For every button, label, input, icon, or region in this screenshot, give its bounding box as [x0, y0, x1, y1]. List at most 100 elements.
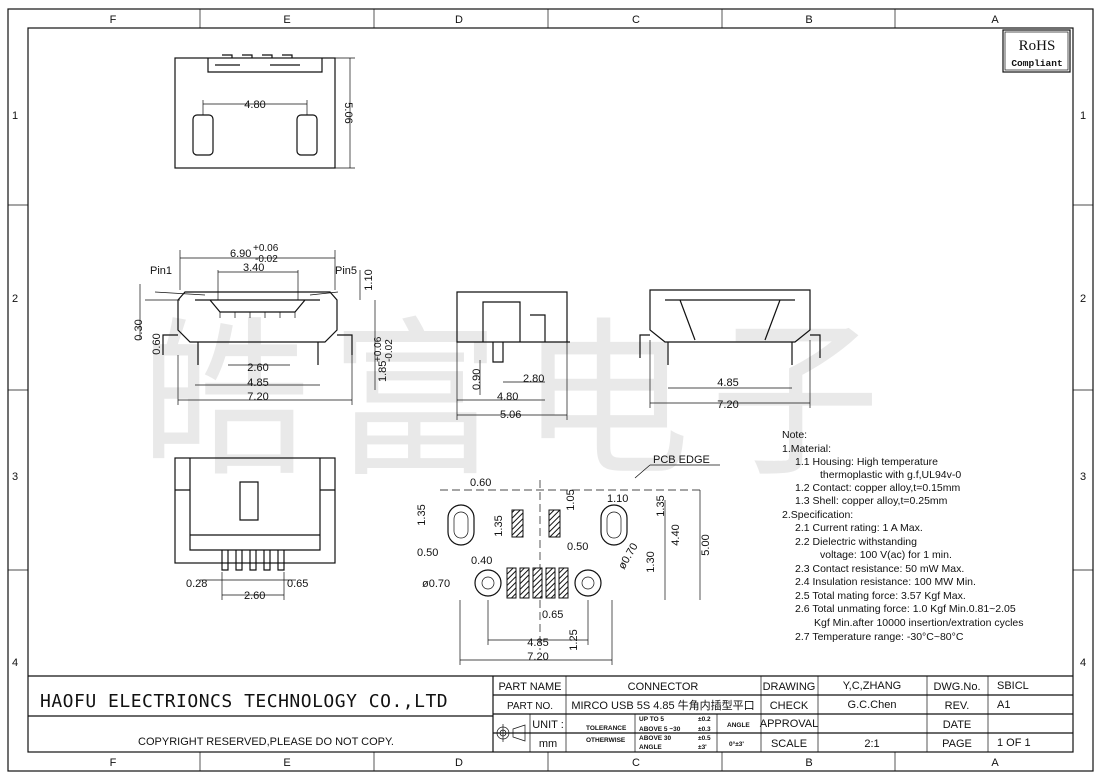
label-title-block-tolerance-label-1: TOLERANCE — [586, 725, 627, 732]
label-zones-rows-3: 4 — [1080, 657, 1086, 669]
label-zones-columns-0: F — [110, 757, 117, 769]
label-zones-columns-5: A — [991, 14, 999, 26]
copyright: COPYRIGHT RESERVED,PLEASE DO NOT COPY. — [138, 736, 394, 748]
label-title-block-angle-label: ANGLE — [727, 722, 750, 729]
top-view: 4.80 5.06 — [174, 54, 355, 169]
label-pcb-layout-dims-12: ø0.70 — [422, 578, 450, 590]
label-zones-rows-1: 2 — [1080, 293, 1086, 305]
label-zones-columns-3: C — [632, 14, 640, 26]
label-front-view-d-485: 4.85 — [247, 377, 268, 389]
label-pcb-layout-dims-1: 0.60 — [470, 477, 491, 489]
label-notes-13: 2.6 Total unmating force: 1.0 Kgf Min.0.… — [795, 603, 1016, 615]
label-zones-rows-0: 1 — [12, 110, 18, 122]
label-notes-3: thermoplastic with g.f,UL94v-0 — [820, 469, 961, 481]
label-front-view-tol-upper: +0.06 — [253, 243, 279, 254]
label-title-block-rev-label: REV. — [945, 700, 970, 712]
label-title-block-tol-rows-0-0: UP TO 5 — [639, 716, 664, 723]
label-title-block-part-name-label: PART NAME — [499, 681, 562, 693]
label-pcb-layout-dims-14: 0.65 — [542, 609, 563, 621]
label-pcb-layout-dims-17: 7.20 — [527, 651, 548, 663]
label-title-block-tol-rows-1-1: ±0.3 — [698, 726, 711, 733]
label-side-view-d-090: 0.90 — [471, 369, 483, 390]
label-title-block-check: G.C.Chen — [848, 699, 897, 711]
label-pcb-layout-label: PCB EDGE — [653, 454, 710, 466]
label-zones-columns-2: D — [455, 14, 463, 26]
label-title-block-dwg-no: SBICL — [997, 680, 1029, 692]
label-title-block-tol-rows-2-1: ±0.5 — [698, 735, 711, 742]
zone-dividers — [8, 9, 1093, 771]
label-pcb-layout-dims-0: 1.35 — [416, 504, 428, 525]
side-view: 0.90 2.80 4.80 5.06 — [456, 291, 570, 421]
label-title-block-check-label: CHECK — [770, 700, 809, 712]
label-front-view-d-060: 0.60 — [151, 333, 163, 354]
label-title-block-drawing: Y,C,ZHANG — [843, 680, 901, 692]
label-pcb-layout-dims-8: 4.40 — [670, 524, 682, 545]
label-title-block-approval-label: APPROVAL — [760, 718, 819, 730]
label-pcb-layout-dims-4: 1.35 — [655, 495, 667, 516]
label-front-view-d-110: 1.10 — [363, 269, 375, 290]
label-front-view-d185-tol-lower: -0.02 — [384, 339, 395, 362]
label-zones-columns-1: E — [283, 14, 290, 26]
label-pcb-layout-dims-13: ø0.70 — [616, 541, 640, 571]
label-title-block-tol-rows-3-0: ANGLE — [639, 744, 662, 751]
label-front-view-d-260: 2.60 — [247, 362, 268, 374]
label-side-view-d-506: 5.06 — [500, 409, 521, 421]
label-pcb-layout-dims-15: 1.25 — [568, 629, 580, 650]
label-title-block-tolerance-label-2: OTHERWISE — [586, 737, 626, 744]
notes: Note: 1.Material: 1.1 Housing: High temp… — [782, 429, 1024, 643]
label-title-block-date-label: DATE — [943, 719, 972, 731]
label-front-view-d185-tol-upper: +0.06 — [373, 336, 384, 362]
label-title-block-scale-label: SCALE — [771, 738, 807, 750]
label-front-view-pin1: Pin1 — [150, 265, 172, 277]
label-zones-rows-2: 3 — [12, 471, 18, 483]
label-title-block-tol-rows-1-0: ABOVE 5 ~30 — [639, 726, 681, 733]
label-zones-rows-0: 1 — [1080, 110, 1086, 122]
label-rear-view-d-720: 7.20 — [717, 399, 738, 411]
label-notes-4: 1.2 Contact: copper alloy,t=0.15mm — [795, 482, 961, 494]
label-zones-rows-2: 3 — [1080, 471, 1086, 483]
label-title-block-unit-label: UNIT : — [532, 719, 564, 731]
label-notes-15: 2.7 Temperature range: -30°C~80°C — [795, 631, 964, 643]
label-side-view-d-280: 2.80 — [523, 373, 544, 385]
label-title-block-unit: mm — [539, 738, 557, 750]
label-front-view-pin5: Pin5 — [335, 265, 357, 277]
label-bottom-view-d-065: 0.65 — [287, 578, 308, 590]
label-pcb-layout-dims-2: 1.05 — [565, 489, 577, 510]
company-name: HAOFU ELECTRIONCS TECHNOLOGY CO.,LTD — [40, 691, 448, 712]
label-notes-7: 2.1 Current rating: 1 A Max. — [795, 522, 923, 534]
label-top-view-height: 5.06 — [342, 102, 354, 123]
label-title-block-tol-rows-3-1: ±3' — [698, 744, 707, 751]
label-title-block-drawing-label: DRAWING — [763, 681, 816, 693]
label-zones-rows-1: 2 — [12, 293, 18, 305]
label-rohs-subtitle: Compliant — [1011, 58, 1062, 69]
label-title-block-part-name: CONNECTOR — [628, 681, 699, 693]
label-pcb-layout-dims-3: 1.10 — [607, 493, 628, 505]
label-notes-11: 2.4 Insulation resistance: 100 MW Min. — [795, 576, 976, 588]
label-side-view-d-480: 4.80 — [497, 391, 518, 403]
label-title-block-page-label: PAGE — [942, 738, 972, 750]
rohs-badge: RoHS Compliant — [1002, 29, 1071, 73]
label-pcb-layout-dims-11: 1.30 — [645, 551, 657, 572]
label-pcb-layout-dims-6: 0.50 — [417, 547, 438, 559]
label-zones-columns-0: F — [110, 14, 117, 26]
label-zones-rows-3: 4 — [12, 657, 18, 669]
label-pcb-layout-dims-16: 4.85 — [527, 637, 548, 649]
projection-symbol-icon — [494, 724, 526, 742]
label-zones-columns-2: D — [455, 757, 463, 769]
watermark: 皓富电子 — [140, 303, 900, 501]
front-view: 6.90 +0.06 -0.02 3.40 Pin1 Pin5 1.10 0.3… — [133, 243, 395, 405]
label-notes-5: 1.3 Shell: copper alloy,t=0.25mm — [795, 495, 948, 507]
label-notes-8: 2.2 Dielectric withstanding — [795, 536, 917, 548]
label-top-view-width: 4.80 — [244, 99, 265, 111]
label-pcb-layout-dims-7: 0.50 — [567, 541, 588, 553]
label-front-view-d-720: 7.20 — [247, 391, 268, 403]
label-front-view-d-690: 6.90 — [230, 248, 251, 260]
label-notes-6: 2.Specification: — [782, 509, 853, 521]
pcb-layout: PCB EDGE 1.35 0.60 1.05 1.10 1.35 1.35 0… — [416, 454, 720, 665]
label-pcb-layout-dims-10: 0.40 — [471, 555, 492, 567]
rear-view: 4.85 7.20 — [639, 289, 821, 411]
label-notes-1: 1.Material: — [782, 443, 831, 455]
label-pcb-layout-dims-5: 1.35 — [493, 515, 505, 536]
